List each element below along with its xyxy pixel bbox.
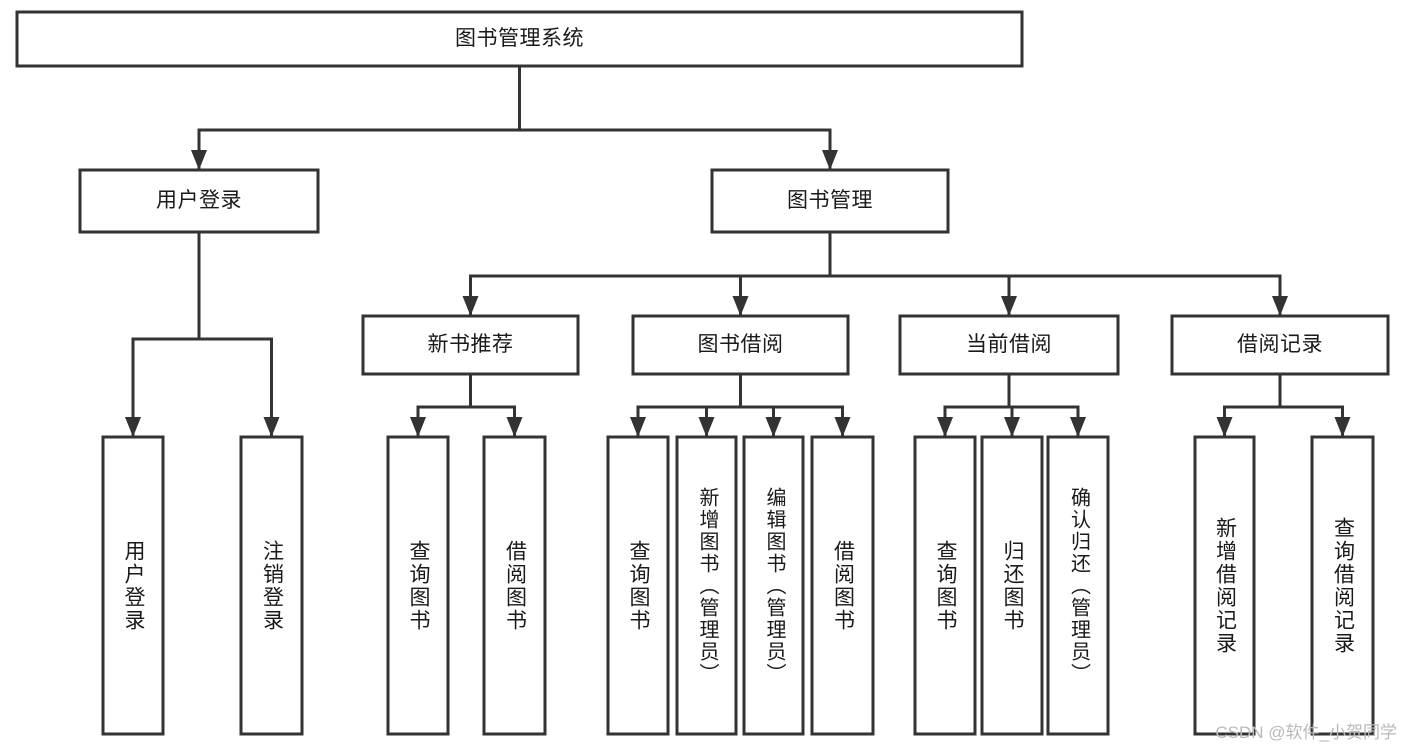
arrow-head-icon [698, 417, 715, 437]
node-box-leaf-logout[interactable] [239, 435, 304, 736]
arrow-head-icon [1216, 417, 1233, 437]
node-box-leaf-add-book[interactable] [675, 435, 738, 736]
node-box-current-borrow[interactable] [898, 314, 1120, 376]
node-box-leaf-edit-book[interactable] [742, 435, 805, 736]
arrow-head-icon [1001, 296, 1017, 316]
node-box-leaf-add-record[interactable] [1193, 435, 1256, 736]
node-box-leaf-return-book[interactable] [980, 435, 1044, 736]
node-box-new-book-rec[interactable] [361, 314, 580, 376]
arrow-head-icon [462, 296, 479, 316]
node-box-book-manage[interactable] [710, 168, 950, 234]
arrow-head-icon [263, 417, 280, 437]
arrow-head-icon [1334, 417, 1351, 437]
arrow-head-icon [410, 417, 426, 437]
arrow-head-icon [1272, 296, 1288, 316]
arrow-head-icon [765, 417, 782, 437]
edges-layer [125, 64, 1351, 439]
node-box-leaf-query-book-2[interactable] [606, 435, 670, 736]
node-box-book-borrow[interactable] [631, 314, 850, 376]
arrow-head-icon [822, 150, 838, 170]
node-box-user-login[interactable] [78, 168, 320, 234]
arrow-head-icon [937, 417, 953, 437]
node-box-leaf-borrow-book-1[interactable] [482, 435, 547, 736]
arrow-head-icon [732, 296, 749, 316]
arrow-head-icon [191, 150, 207, 170]
node-box-leaf-query-record[interactable] [1310, 435, 1375, 736]
node-box-leaf-query-book-1[interactable] [386, 435, 450, 736]
node-box-leaf-borrow-book-2[interactable] [810, 435, 875, 736]
arrow-head-icon [834, 417, 851, 437]
node-box-root[interactable] [15, 10, 1024, 68]
arrow-head-icon [506, 417, 523, 437]
arrow-head-icon [630, 417, 646, 437]
node-box-leaf-query-book-3[interactable] [913, 435, 977, 736]
arrow-head-icon [1004, 417, 1020, 437]
node-box-leaf-user-login[interactable] [101, 435, 165, 736]
node-box-borrow-record[interactable] [1170, 314, 1390, 376]
boxes-layer [15, 10, 1390, 736]
arrow-head-icon [1070, 417, 1086, 437]
arrow-head-icon [125, 417, 141, 437]
node-box-leaf-confirm-return[interactable] [1046, 435, 1110, 736]
